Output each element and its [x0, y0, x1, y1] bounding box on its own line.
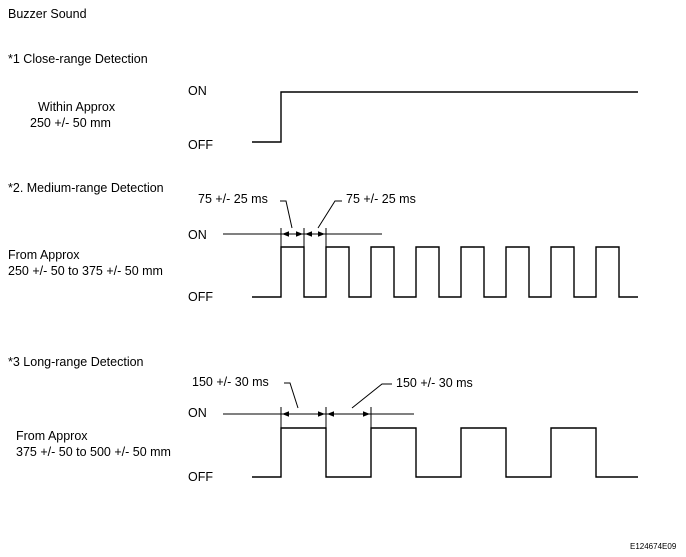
close-range-waveform	[252, 91, 638, 143]
long-range-heading: *3 Long-range Detection	[8, 355, 144, 369]
long-range-waveform	[252, 427, 638, 478]
long-range-off-label: OFF	[188, 470, 213, 484]
long-range-on-time-leader	[284, 382, 299, 409]
medium-range-on-label: ON	[188, 228, 207, 242]
long-range-off-time-label: 150 +/- 30 ms	[396, 376, 473, 390]
medium-range-off-time-label: 75 +/- 25 ms	[346, 192, 416, 206]
close-range-distance-line2: 250 +/- 50 mm	[30, 116, 111, 130]
figure-code: E124674E09	[630, 542, 677, 551]
medium-range-distance-line2: 250 +/- 50 to 375 +/- 50 mm	[8, 264, 163, 278]
long-range-on-label: ON	[188, 406, 207, 420]
medium-range-distance-line1: From Approx	[8, 248, 80, 262]
close-range-heading: *1 Close-range Detection	[8, 52, 148, 66]
medium-range-on-time-label: 75 +/- 25 ms	[198, 192, 268, 206]
medium-range-off-time-leader	[317, 200, 342, 229]
close-range-on-label: ON	[188, 84, 207, 98]
medium-range-on-time-leader	[280, 200, 293, 229]
medium-range-off-label: OFF	[188, 290, 213, 304]
long-range-distance-line2: 375 +/- 50 to 500 +/- 50 mm	[16, 445, 171, 459]
long-range-distance-line1: From Approx	[16, 429, 88, 443]
medium-range-waveform	[252, 246, 638, 298]
long-range-on-time-label: 150 +/- 30 ms	[192, 375, 269, 389]
close-range-off-label: OFF	[188, 138, 213, 152]
close-range-distance-line1: Within Approx	[38, 100, 116, 114]
diagram-title: Buzzer Sound	[8, 7, 87, 21]
medium-range-heading: *2. Medium-range Detection	[8, 181, 164, 195]
long-range-off-time-leader	[351, 383, 392, 409]
